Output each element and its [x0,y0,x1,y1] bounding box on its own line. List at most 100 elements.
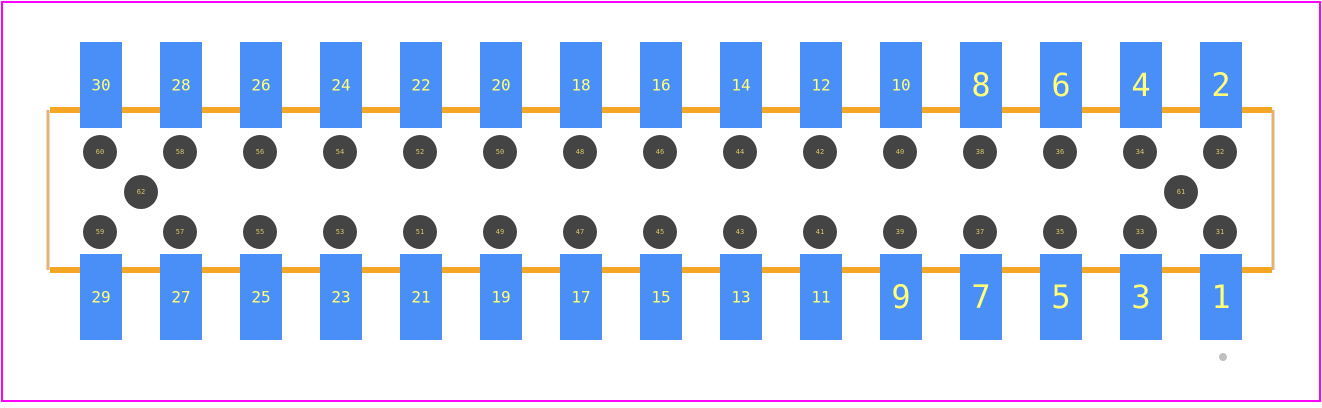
pad-label: 29 [91,288,110,307]
hole-59: 59 [83,215,117,249]
pad-rect [640,254,682,340]
pad-label: 23 [331,288,350,307]
hole-circle [1043,135,1077,169]
hole-52: 52 [403,135,437,169]
hole-label: 48 [576,148,584,156]
pad-top-18: 18 [560,42,602,128]
hole-label: 45 [656,228,664,236]
pad-top-22: 22 [400,42,442,128]
hole-49: 49 [483,215,517,249]
pad-label: 8 [971,66,990,104]
pad-label: 14 [731,76,750,95]
pad-label: 18 [571,76,590,95]
hole-circle [403,215,437,249]
hole-56: 56 [243,135,277,169]
pad-top-4: 4 [1120,42,1162,128]
pad-bottom-29: 29 [80,254,122,340]
hole-circle [723,215,757,249]
hole-label: 36 [1056,148,1064,156]
hole-circle [83,135,117,169]
pad-label: 16 [651,76,670,95]
pad-rect [1040,42,1082,128]
hole-55: 55 [243,215,277,249]
pad-top-28: 28 [160,42,202,128]
pad-rect [880,42,922,128]
pad-label: 9 [891,278,910,316]
pad-bottom-21: 21 [400,254,442,340]
pad-rect [240,254,282,340]
pad-bottom-3: 3 [1120,254,1162,340]
pad-rect [960,42,1002,128]
pad-rect [160,42,202,128]
hole-48: 48 [563,135,597,169]
pad-label: 10 [891,76,910,95]
pad-rect [560,42,602,128]
pad-bottom-27: 27 [160,254,202,340]
pad-bottom-5: 5 [1040,254,1082,340]
pad-label: 5 [1051,278,1070,316]
pad-rect [80,42,122,128]
hole-label: 52 [416,148,424,156]
pad-rect [1200,254,1242,340]
hole-circle [323,135,357,169]
hole-45: 45 [643,215,677,249]
pad-top-20: 20 [480,42,522,128]
hole-circle [1123,135,1157,169]
hole-circle [323,215,357,249]
pad-rect [480,42,522,128]
pad-rect [320,254,362,340]
hole-circle [124,175,158,209]
pad-bottom-1: 1 [1200,254,1242,340]
hole-circle [643,135,677,169]
hole-label: 39 [896,228,904,236]
pad-rect [1120,42,1162,128]
pad-rect [1040,254,1082,340]
pad-label: 15 [651,288,670,307]
pad-label: 6 [1051,66,1070,104]
hole-41: 41 [803,215,837,249]
pad-label: 1 [1211,278,1230,316]
hole-34: 34 [1123,135,1157,169]
pad-label: 4 [1131,66,1150,104]
pad-bottom-9: 9 [880,254,922,340]
hole-circle [883,135,917,169]
hole-circle [963,215,997,249]
hole-50: 50 [483,135,517,169]
pad-top-10: 10 [880,42,922,128]
hole-label: 31 [1216,228,1224,236]
hole-label: 44 [736,148,744,156]
pad-rect [80,254,122,340]
hole-label: 57 [176,228,184,236]
pad-bottom-13: 13 [720,254,762,340]
hole-circle [243,135,277,169]
pad-bottom-23: 23 [320,254,362,340]
hole-42: 42 [803,135,837,169]
pad-label: 17 [571,288,590,307]
hole-61: 61 [1164,175,1198,209]
pad-rect [560,254,602,340]
hole-circle [163,135,197,169]
pad-top-6: 6 [1040,42,1082,128]
hole-33: 33 [1123,215,1157,249]
hole-label: 58 [176,148,184,156]
pad-label: 27 [171,288,190,307]
pad-label: 22 [411,76,430,95]
pad-rect [640,42,682,128]
pad-rect [480,254,522,340]
hole-circle [1203,215,1237,249]
hole-35: 35 [1043,215,1077,249]
pad-rect [320,42,362,128]
pad-top-30: 30 [80,42,122,128]
hole-60: 60 [83,135,117,169]
hole-32: 32 [1203,135,1237,169]
pad-rect [800,254,842,340]
hole-label: 38 [976,148,984,156]
hole-circle [483,215,517,249]
hole-circle [1203,135,1237,169]
hole-circle [643,215,677,249]
hole-44: 44 [723,135,757,169]
